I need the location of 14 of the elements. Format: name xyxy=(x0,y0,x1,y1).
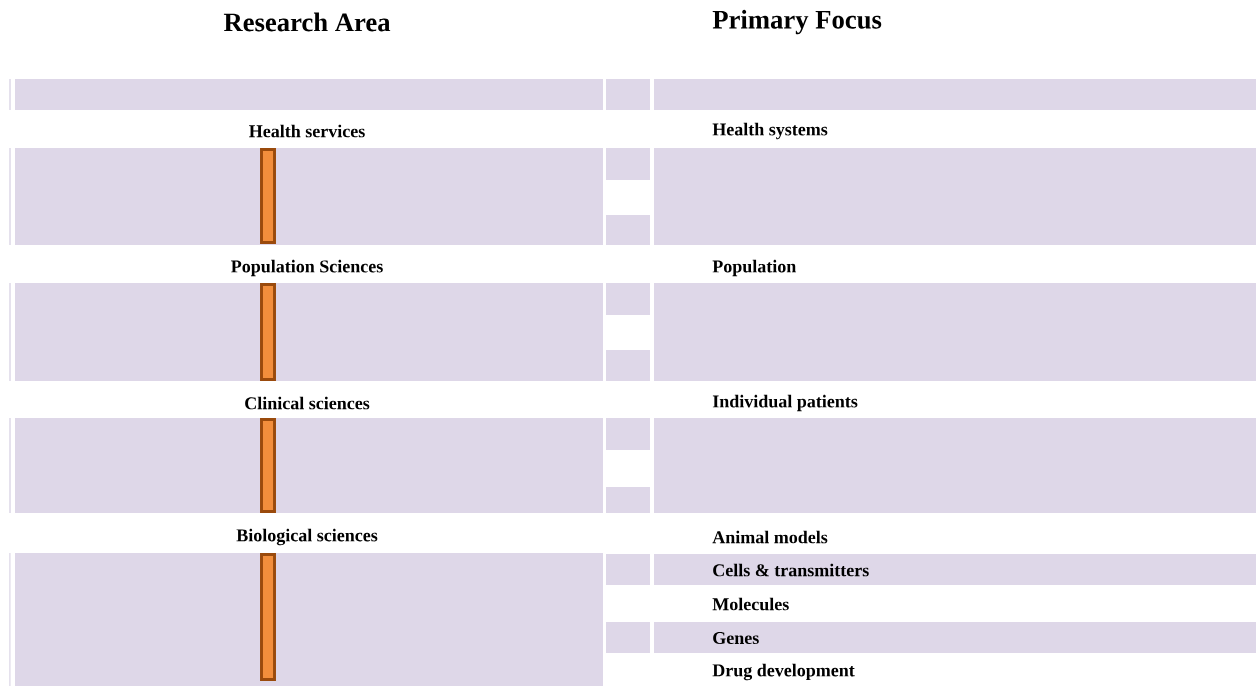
row-label: Cells & transmitters xyxy=(713,563,869,577)
row-label: Population xyxy=(712,259,797,277)
row-label: Drug development xyxy=(712,663,855,681)
row-label: Individual patients xyxy=(712,394,858,412)
row-label: Health systems xyxy=(712,122,828,140)
column-heading: Primary Focus xyxy=(712,9,882,35)
row-label: Clinical sciences xyxy=(245,396,370,410)
row-label: Molecules xyxy=(712,597,789,611)
row-label: Genes xyxy=(713,631,759,645)
column-heading: Research Area xyxy=(223,12,391,32)
row-label: Biological sciences xyxy=(236,528,378,546)
row-label: Animal models xyxy=(712,530,828,544)
row-label: Population Sciences xyxy=(231,259,383,277)
row-label: Health services xyxy=(249,124,365,138)
